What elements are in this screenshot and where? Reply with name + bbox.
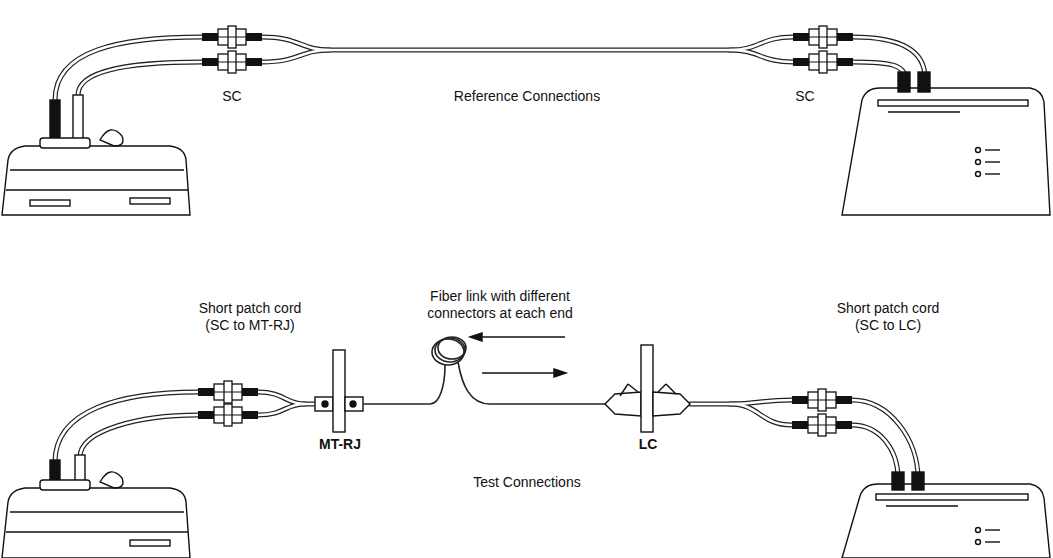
direction-arrow [470, 333, 566, 377]
cable-core [55, 37, 925, 478]
lc-bulkhead [605, 345, 690, 432]
fiber-link [363, 337, 605, 404]
connector-type-label: LC [623, 436, 673, 453]
remote-tester [842, 72, 1050, 215]
patch-cord-label: Short patch cord (SC to LC) [828, 300, 948, 334]
connector-label: SC [775, 88, 835, 105]
sc-adapters [198, 26, 853, 436]
section-title: Reference Connections [407, 88, 647, 105]
connector-label: SC [202, 88, 262, 105]
main-tester [2, 455, 190, 558]
remote-tester [842, 472, 1050, 558]
section-title: Test Connections [427, 474, 627, 491]
patch-cord-label: Short patch cord (SC to MT-RJ) [185, 300, 315, 334]
cable-outline [55, 37, 925, 478]
connector-type-label: MT-RJ [305, 436, 375, 453]
fiber-link-label: Fiber link with different connectors at … [405, 288, 595, 322]
main-tester [2, 95, 190, 215]
mtrj-bulkhead [315, 350, 363, 432]
